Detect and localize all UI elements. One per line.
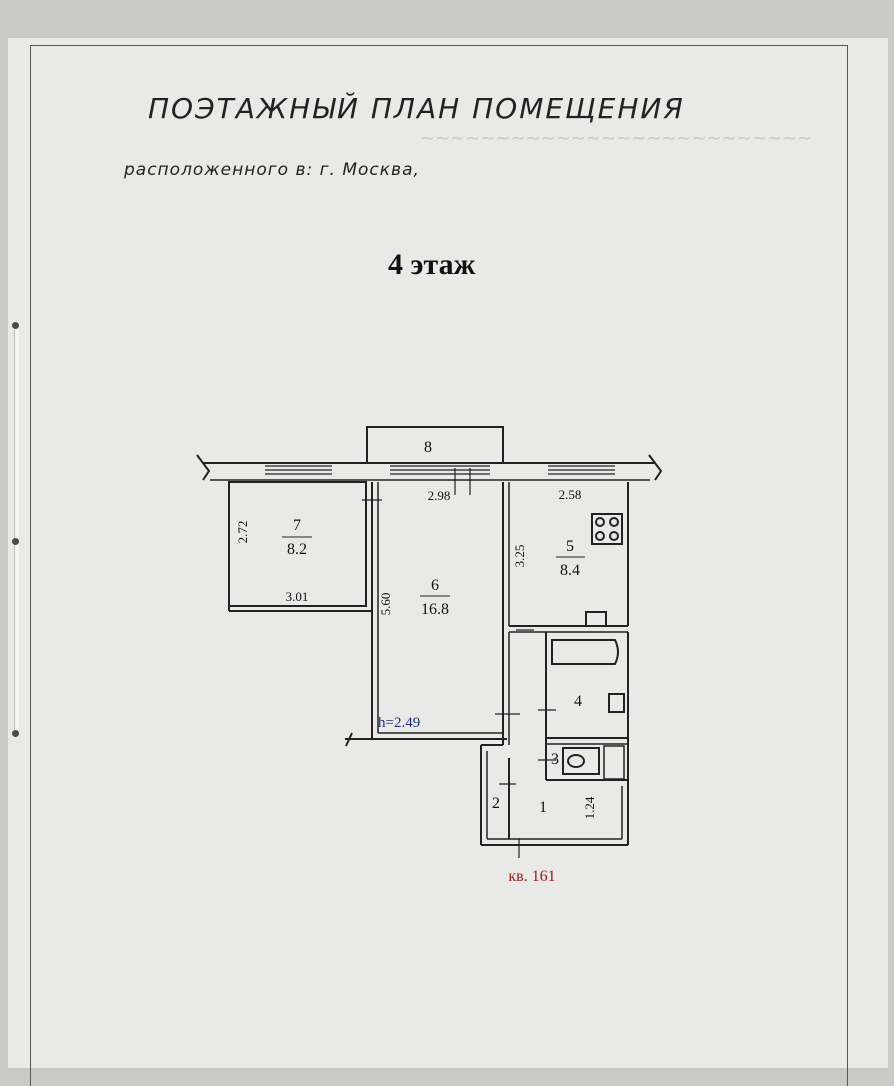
bleed-through-text: ~~~~~~~~~~~~~~~~~~~~~~~~~~: [420, 128, 813, 149]
kitchen-sink-icon: [585, 611, 607, 627]
drawing-frame: [30, 45, 848, 1086]
document-sheet: [8, 38, 888, 1068]
binding-hole: [12, 322, 19, 329]
dimension-label: 2.98: [428, 488, 451, 503]
sink-icon: [608, 693, 625, 713]
room-7-number: 7: [293, 517, 301, 534]
binding-strip: [14, 330, 19, 730]
dimension-label: 2.58: [559, 487, 582, 502]
floor-label: 4 этаж: [388, 248, 476, 281]
ceiling-height: h=2.49: [378, 715, 420, 731]
dimension-label: 1.24: [582, 796, 597, 819]
dimension-label: 3.25: [512, 545, 527, 568]
apartment-number: кв. 161: [508, 868, 555, 885]
room-7-outline: [228, 481, 367, 607]
balcony-outline: [366, 426, 504, 464]
balcony-label: 8: [424, 439, 432, 456]
room-6-area: 16.8: [421, 601, 449, 618]
room-2-number: 2: [492, 795, 500, 812]
document-title: ПОЭТАЖНЫЙ ПЛАН ПОМЕЩЕНИЯ: [148, 92, 685, 125]
address-line: расположенного в: г. Москва,: [124, 160, 420, 180]
floor-plan: 8 7 8.2 6 16.8 5 8.4 4 3 2 1 2.72 3.01 2…: [196, 426, 663, 885]
wall-break-left: [196, 454, 211, 481]
binding-hole: [12, 538, 19, 545]
room-5-area: 8.4: [560, 562, 580, 579]
dimension-label: 3.01: [286, 589, 309, 604]
room-5-number: 5: [566, 538, 574, 555]
toilet-icon: [562, 747, 600, 775]
bathtub-icon: [551, 639, 619, 665]
room-4-number: 4: [574, 693, 582, 710]
binding-hole: [12, 730, 19, 737]
room-1-number: 1: [539, 799, 547, 816]
room-6-number: 6: [431, 577, 439, 594]
dimension-label: 2.72: [235, 521, 250, 544]
stove-icon: [591, 513, 623, 545]
dimension-label: 5.60: [378, 593, 393, 616]
wall-break-right: [648, 454, 663, 481]
room-3-number: 3: [551, 751, 559, 768]
room-7-area: 8.2: [287, 541, 307, 558]
